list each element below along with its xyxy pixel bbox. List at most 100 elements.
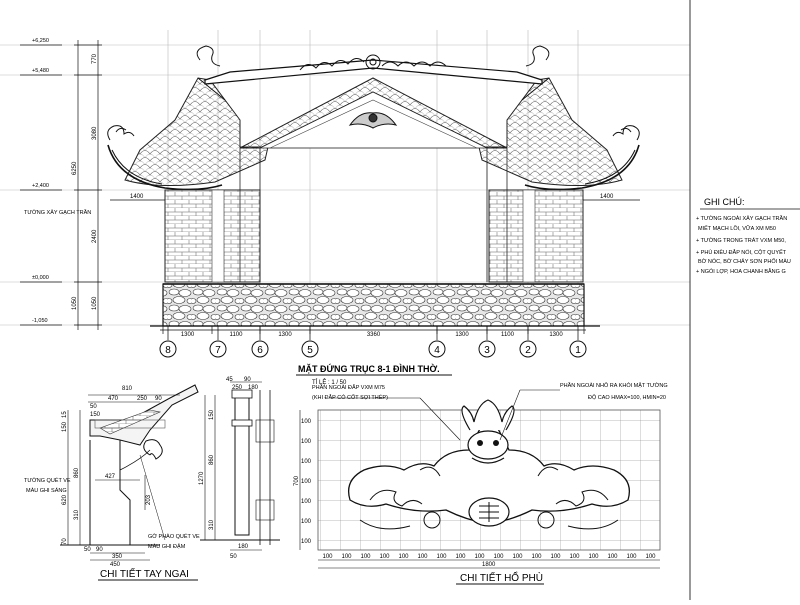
ridge-ornament [196,45,550,71]
drawing-scale: TỈ LỆ : 1 / 50 [312,378,347,386]
tay-ngai-dim: 150 [90,412,101,418]
tay-ngai-label: GỜ PHÀO QUÉT VE [148,533,200,540]
grid-dim-label: 100 [301,479,312,485]
vdim-770: 770 [92,53,98,64]
axis-label: 2 [525,345,531,356]
column-dim: 45 [226,377,233,383]
tay-ngai-label: MÀU GHI SÁNG [26,487,67,494]
column-dim: 180 [248,385,259,391]
tay-ngai-dim: 50 [84,547,91,553]
tay-ngai-dim: 470 [108,396,119,402]
column-dim: 50 [230,554,237,560]
notes-heading: GHI CHÚ: [704,197,745,207]
main-elevation [107,45,640,327]
bottom-dim: 1100 [501,332,515,338]
wall-label: TƯỜNG XÂY GẠCH TRẦN [24,209,91,216]
bottom-dim: 1300 [278,332,292,338]
ho-phu-grid-dims: 100 100 100 100 100 100 100 100 100 100 100 100 100 1… [301,419,656,560]
bottom-dim: 1300 [455,332,469,338]
eave-dim-right: 1400 [600,194,614,200]
tay-ngai-dim: 810 [122,386,133,392]
tay-ngai-dim: 90 [96,547,103,553]
tay-ngai-dim: 90 [155,396,162,402]
ho-phu-title: CHI TIẾT HỔ PHÙ [460,571,543,584]
tay-ngai-title: CHI TIẾT TAY NGAI [100,567,189,580]
tay-ngai-dim: 427 [105,474,116,480]
note-line: + TƯỜNG TRONG TRÁT VXM M50, [696,237,786,244]
grid-dim-label: 100 [360,554,371,560]
note-line: + PHÙ ĐIÊU ĐẮP NỔI, CỘT QUYẾT [696,248,787,256]
grid-dim-label: 100 [398,554,409,560]
grid-dim-label: 100 [588,554,599,560]
ho-phu-note: PHẦN NGOÀI ĐẮP VXM M75 [312,383,385,391]
detail-column [200,381,280,551]
axis-label: 8 [165,345,171,356]
vdim-3080: 3080 [92,126,98,140]
tay-ngai-label: TƯỜNG QUÉT VE [24,477,71,484]
grid-dim-label: 100 [301,539,312,545]
grid-dim-label: 100 [474,554,485,560]
vdim-2400: 2400 [92,229,98,243]
column-dim: 180 [238,544,249,550]
tay-ngai-dim: 620 [62,494,68,505]
grid-dim-label: 100 [607,554,618,560]
left-roof-tiles [124,77,269,187]
axis-bubble [301,340,319,358]
ho-phu-note: ĐỘ CAO HMAX=100, HMIN=20 [588,394,666,401]
ho-phu-width: 1800 [482,562,496,568]
vertical-dimensions [74,40,102,330]
grid-dim-label: 100 [493,554,504,560]
bottom-dim: 1300 [549,332,563,338]
grid-dim-label: 100 [301,459,312,465]
ho-phu-note: PHẦN NGOÀI NHÔ RA KHỎI MẶT TƯỜNG [560,382,668,389]
grid-dim-label: 100 [645,554,656,560]
vdim-1050a: 1050 [92,296,98,310]
level-2400: +2,400 [32,183,49,189]
note-line: BỜ NÓC, BỜ CHẢY SƠN PHỐI MÀU [698,258,791,265]
axis-label: 6 [257,345,263,356]
bottom-dim: 1300 [181,332,195,338]
grid-dim-label: 100 [550,554,561,560]
axis-label: 5 [307,345,313,356]
grid-dim-label: 100 [301,419,312,425]
tay-ngai-dim: 50 [90,404,97,410]
axis-label: 7 [215,345,221,356]
bottom-dim: 1100 [230,332,244,338]
grid-dim-label: 100 [512,554,523,560]
right-brick-wall [488,189,584,283]
tay-ngai-dim: 203 [146,494,152,505]
note-line: + TƯỜNG NGOÀI XÂY GẠCH TRẦN [696,215,787,222]
axis-bubble [209,340,227,358]
tay-ngai-dim: 15 [62,411,68,418]
ho-phu-note: (KHI ĐẮP CÓ CỐT SỢI THÉP) [312,393,388,401]
grid-dim-label: 100 [301,439,312,445]
column-dim: 150 [209,409,215,420]
level-5480: +5,480 [32,68,49,74]
axis-label: 1 [575,345,581,356]
eave-dim-left: 1400 [130,194,144,200]
axis-label: 3 [484,345,490,356]
tay-ngai-dim: 150 [62,421,68,432]
grid-dim-label: 100 [455,554,466,560]
tay-ngai-dim: 450 [110,562,121,568]
tay-ngai-dim: 250 [137,396,148,402]
axis-label: 4 [434,345,440,356]
gable-crest [348,112,398,129]
grid-dim-label: 100 [436,554,447,560]
axis-bubble [478,340,496,358]
axis-bubble [251,340,269,358]
tay-ngai-dim: 860 [74,467,80,478]
tay-ngai-dim: 310 [74,509,80,520]
note-line: + NGÓI LỢP, HOA CHANH BẰNG G [696,267,786,275]
grid-dim-label: 100 [531,554,542,560]
grid-dim-label: 100 [322,554,333,560]
eave-ornament-left [107,125,135,141]
column-dim: 310 [209,519,215,530]
note-line: MIẾT MẠCH LỒI, VỮA XM M50 [698,225,776,232]
grid-dim-label: 100 [341,554,352,560]
stone-plinth [162,283,585,327]
tay-ngai-label: MÀU GHI ĐẬM [148,543,186,550]
vdim-6250: 6250 [72,161,78,175]
axis-bubble [159,340,177,358]
